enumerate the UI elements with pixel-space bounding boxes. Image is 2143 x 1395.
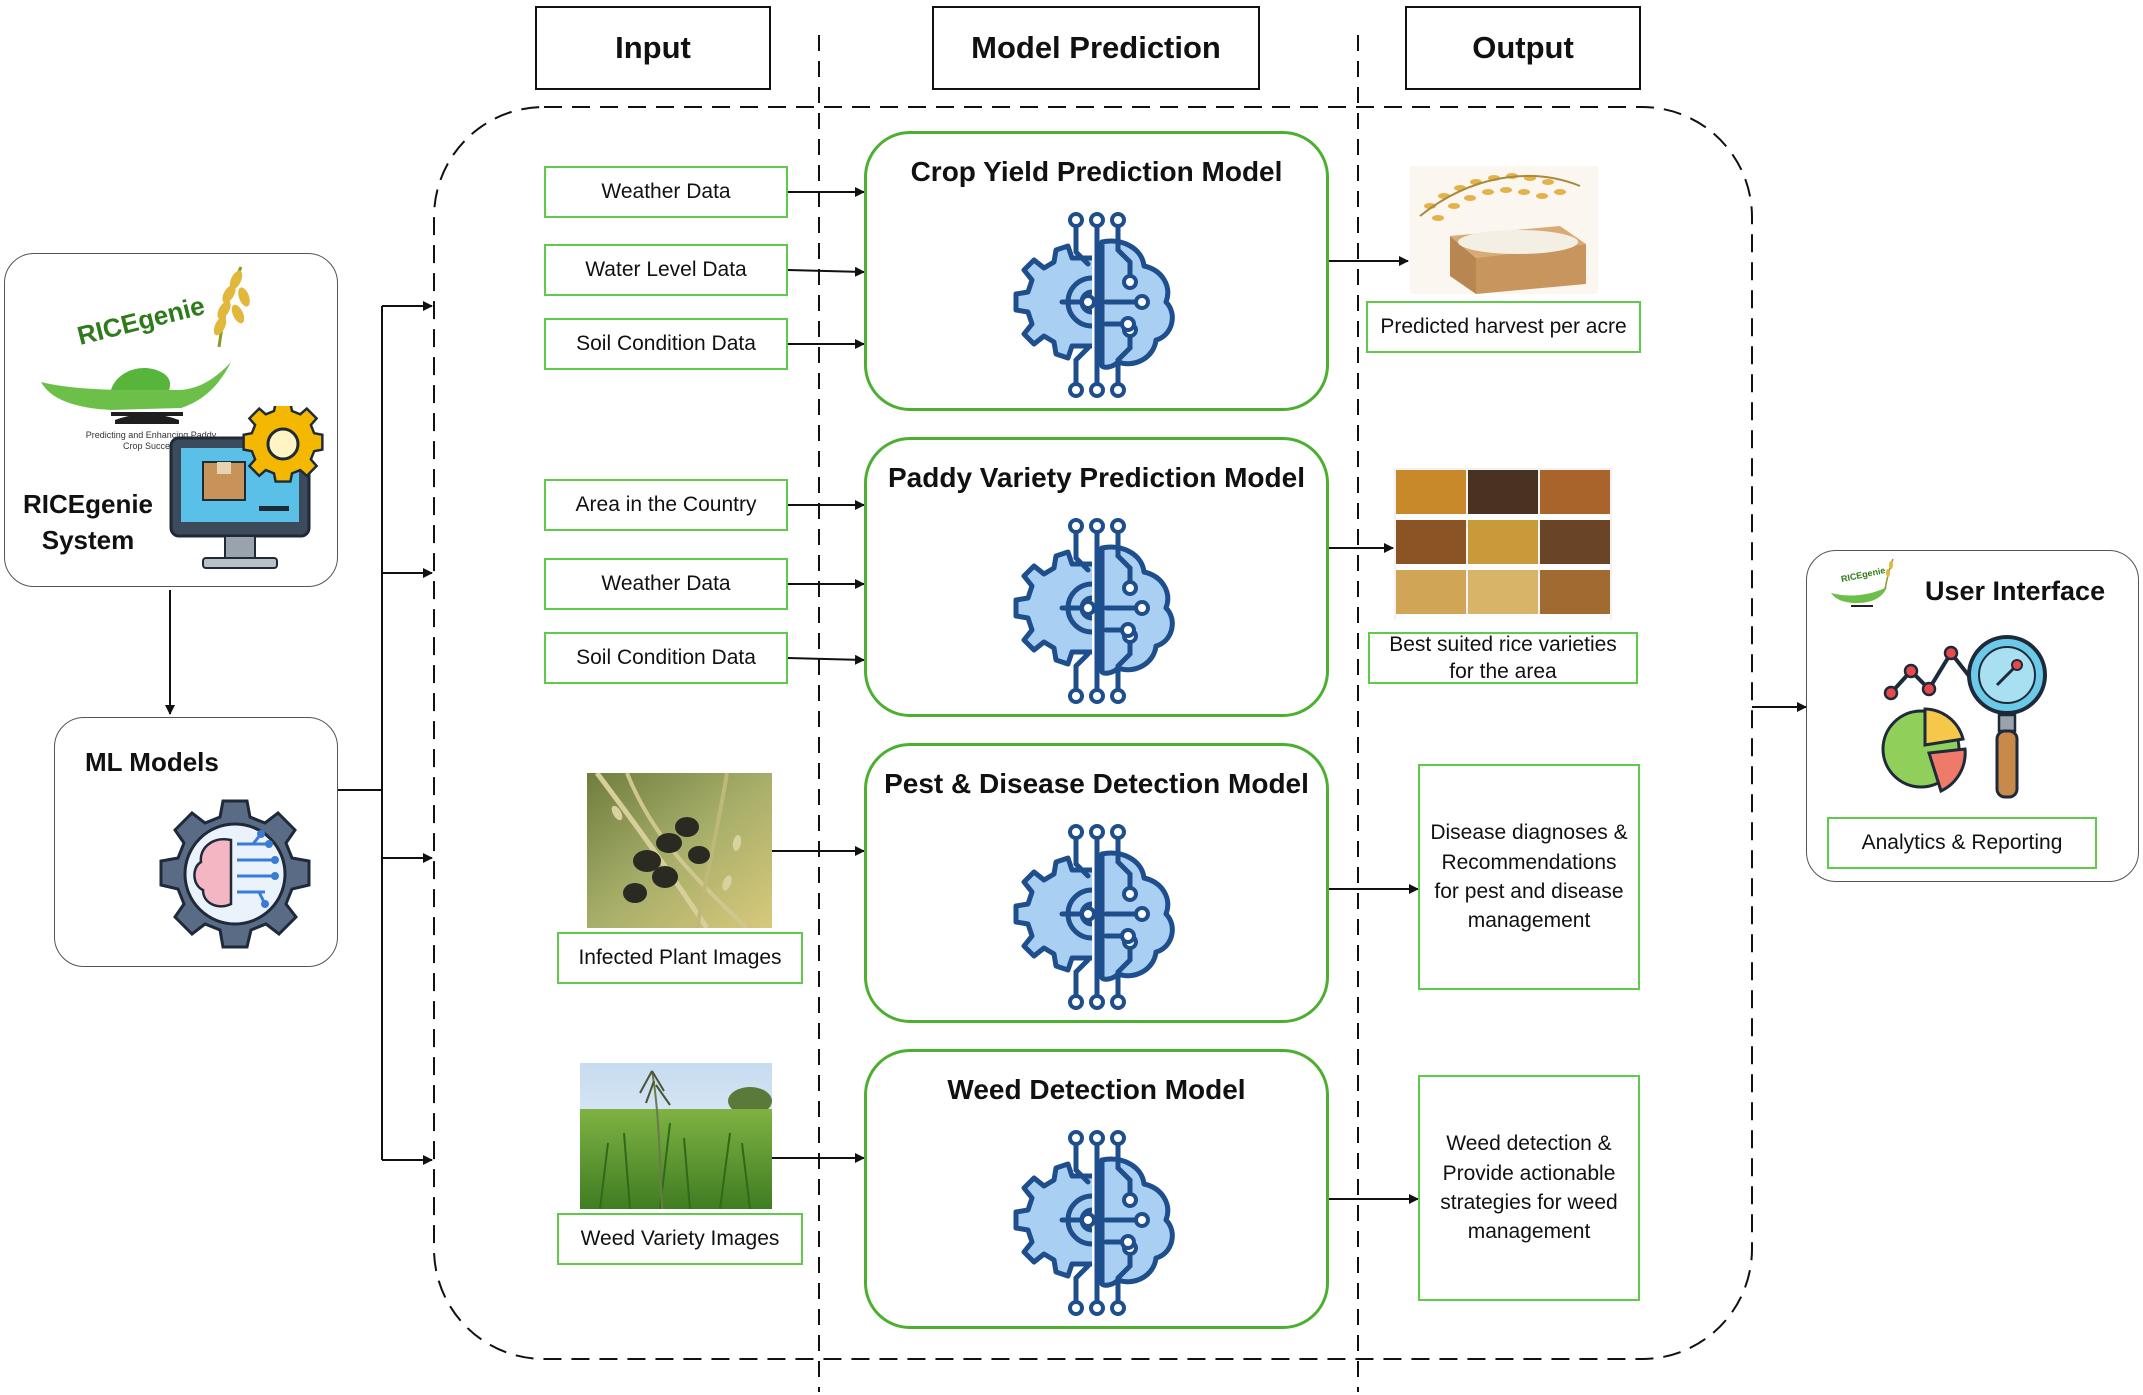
ai-chip-brain-icon	[1002, 824, 1192, 1015]
input-weather-data-2: Weather Data	[544, 558, 788, 610]
input-weed-variety-images: Weed Variety Images	[557, 1213, 803, 1265]
ricegenie-tagline-1: Predicting and Enhancing Paddy	[86, 430, 217, 440]
ai-chip-brain-icon	[1002, 1130, 1192, 1321]
ricegenie-logo: RICEgenie Predicting and Enhancing Paddy…	[31, 262, 267, 452]
ricegenie-logo-text: RICEgenie	[74, 290, 207, 351]
output-predicted-harvest: Predicted harvest per acre	[1366, 301, 1641, 353]
user-interface-title: User Interface	[1925, 576, 2106, 606]
output-best-rice-varieties: Best suited rice varieties for the area	[1368, 632, 1638, 684]
harvested-rice-image	[1410, 166, 1598, 294]
header-input: Input	[535, 6, 771, 90]
ai-chip-brain-icon	[1002, 518, 1192, 709]
output-weed-detection: Weed detection & Provide actionable stra…	[1418, 1075, 1640, 1301]
ricegenie-system-card: RICEgenie Predicting and Enhancing Paddy…	[4, 253, 338, 587]
ricegenie-tagline-2: Crop Success	[123, 441, 180, 451]
model-title: Crop Yield Prediction Model	[910, 156, 1283, 187]
model-paddy-variety-prediction: Paddy Variety Prediction Model	[864, 437, 1329, 717]
analytics-reporting-label: Analytics & Reporting	[1827, 817, 2097, 869]
header-model-prediction: Model Prediction	[932, 6, 1260, 90]
input-weather-data-1: Weather Data	[544, 166, 788, 218]
input-water-level-data: Water Level Data	[544, 244, 788, 296]
pipeline-frame	[433, 106, 1753, 1360]
ml-models-card: ML Models	[54, 717, 338, 967]
input-soil-condition-data-2: Soil Condition Data	[544, 632, 788, 684]
model-title: Paddy Variety Prediction Model	[887, 462, 1305, 493]
ai-brain-gear-icon	[157, 796, 313, 957]
ricegenie-system-label: RICEgenie System	[22, 489, 154, 556]
model-title: Weed Detection Model	[947, 1074, 1246, 1105]
rice-varieties-image	[1394, 468, 1612, 620]
ml-models-label: ML Models	[85, 747, 219, 777]
header-output: Output	[1405, 6, 1641, 90]
ricegenie-mini-logo: RICEgenie	[1827, 557, 1899, 615]
analytics-magnifier-icon	[1881, 631, 2061, 806]
model-weed-detection: Weed Detection Model	[864, 1049, 1329, 1329]
input-infected-plant-images: Infected Plant Images	[557, 932, 803, 984]
weed-variety-image	[580, 1063, 772, 1209]
mini-logo-text: RICEgenie	[1840, 565, 1886, 584]
model-title: Pest & Disease Detection Model	[884, 768, 1309, 799]
ai-chip-brain-icon	[1002, 212, 1192, 403]
user-interface-card: RICEgenie User Interface Analytics & Rep…	[1806, 550, 2139, 882]
infected-plant-image	[587, 773, 772, 928]
output-disease-diagnoses: Disease diagnoses & Recommendations for …	[1418, 764, 1640, 990]
model-crop-yield-prediction: Crop Yield Prediction Model	[864, 131, 1329, 411]
computer-gear-icon	[167, 401, 333, 582]
input-soil-condition-data-1: Soil Condition Data	[544, 318, 788, 370]
model-pest-disease-detection: Pest & Disease Detection Model	[864, 743, 1329, 1023]
input-area-in-country: Area in the Country	[544, 479, 788, 531]
